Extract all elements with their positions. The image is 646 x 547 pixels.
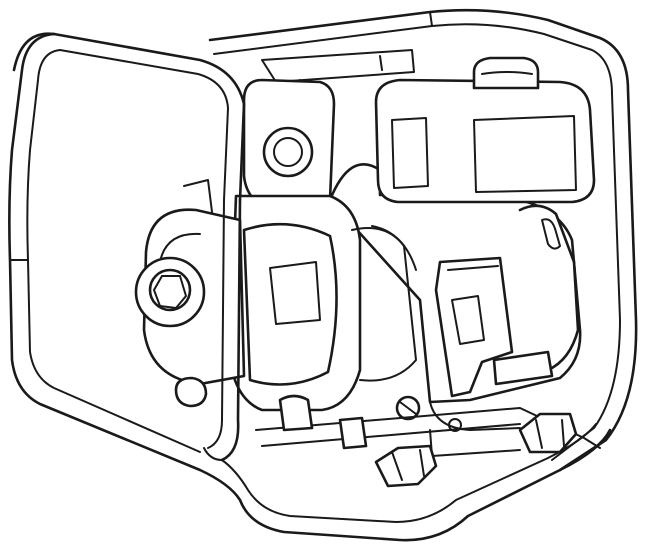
- fuel-tank: [374, 56, 596, 204]
- engine-body: [328, 163, 582, 432]
- tank-label-panel: [473, 115, 577, 193]
- starter-handle-icon: [492, 350, 554, 386]
- outlet-port: [134, 179, 246, 408]
- rear-frame: [208, 8, 638, 472]
- rubber-foot-left: [374, 444, 438, 488]
- pump-label-panel: [269, 261, 321, 325]
- tank-window-icon: [391, 117, 429, 189]
- frame-joints: [9, 259, 223, 461]
- pump-housing: [228, 194, 421, 421]
- intake-cover: [242, 78, 336, 208]
- rubber-foot-right: [518, 412, 578, 454]
- base-plate: [255, 394, 601, 457]
- front-roll-frame: [8, 32, 612, 542]
